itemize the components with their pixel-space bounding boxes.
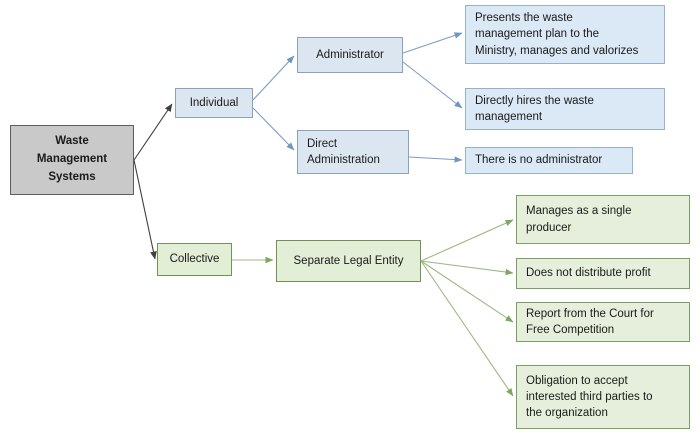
- node-collective[interactable]: Collective: [157, 243, 232, 276]
- node-individual[interactable]: Individual: [175, 88, 253, 118]
- node-administrator[interactable]: Administrator: [297, 37, 403, 73]
- edge-administrator-presents-plan: [402, 32, 463, 54]
- node-no-administrator[interactable]: There is no administrator: [465, 147, 633, 174]
- edge-administrator-directly-hires: [402, 61, 463, 109]
- node-third-parties-obligation[interactable]: Obligation to accept interested third pa…: [516, 365, 690, 429]
- node-separate-legal-entity[interactable]: Separate Legal Entity: [276, 240, 421, 282]
- node-presents-plan[interactable]: Presents the waste management plan to th…: [465, 5, 665, 64]
- edge-sle-no-profit: [420, 260, 514, 276]
- edge-individual-direct-administration: [252, 107, 295, 151]
- edge-sle-manages-single: [420, 219, 514, 262]
- node-court-report[interactable]: Report from the Court for Free Competiti…: [516, 302, 690, 342]
- edge-sle-third-parties: [420, 260, 514, 397]
- node-does-not-distribute-profit[interactable]: Does not distribute profit: [516, 258, 690, 289]
- node-manages-single-producer[interactable]: Manages as a single producer: [516, 195, 690, 244]
- edge-individual-administrator: [252, 55, 295, 101]
- node-waste-management-systems[interactable]: Waste Management Systems: [10, 125, 134, 195]
- edge-direct-administration-no-administrator: [408, 156, 463, 163]
- edge-sle-court-report: [420, 260, 514, 323]
- node-directly-hires[interactable]: Directly hires the waste management: [465, 88, 665, 130]
- edge-root-individual: [133, 103, 173, 161]
- node-direct-administration[interactable]: Direct Administration: [297, 130, 409, 174]
- edge-root-collective: [133, 159, 157, 260]
